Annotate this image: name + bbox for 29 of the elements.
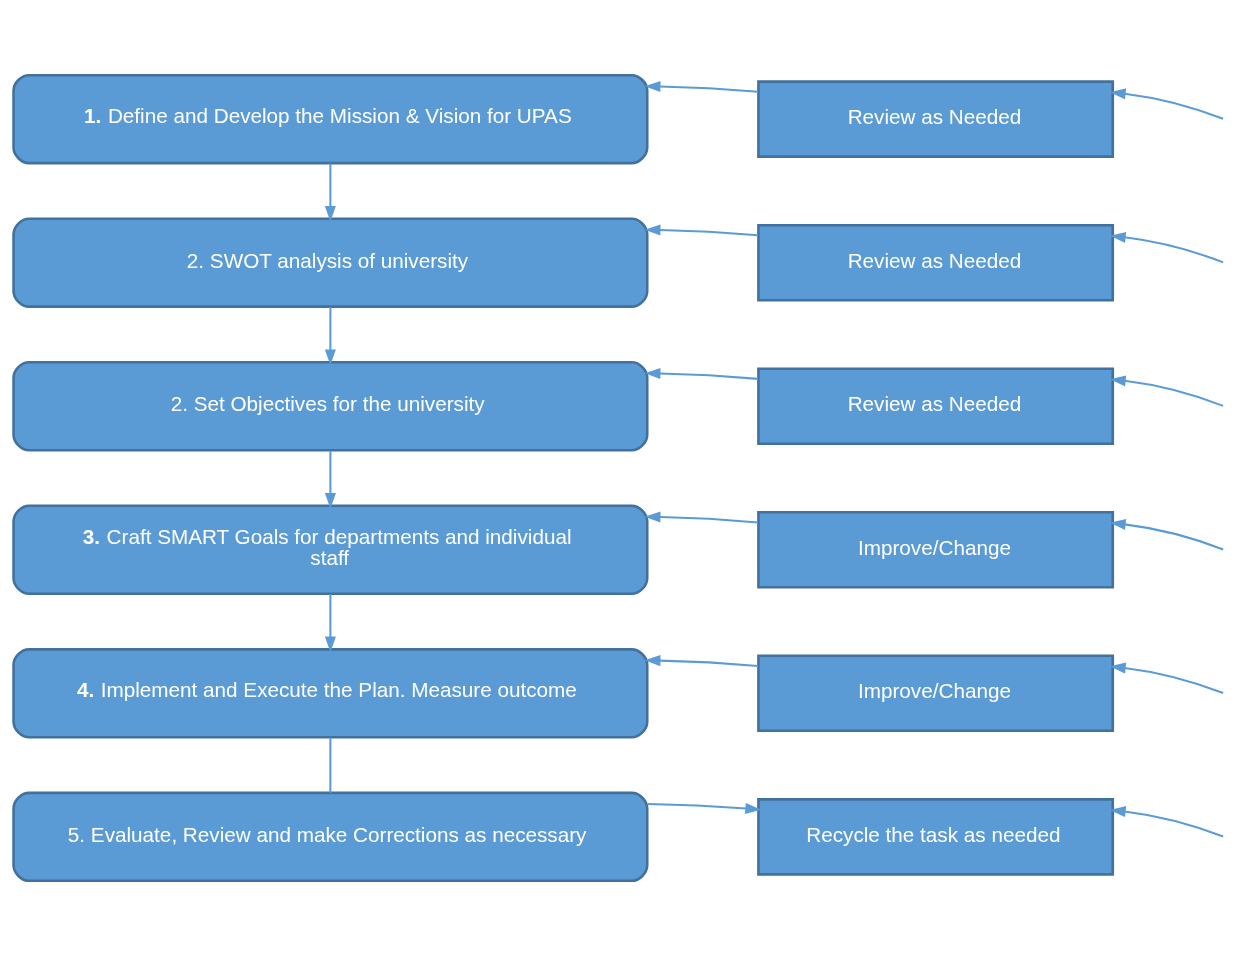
arrow — [1109, 518, 1224, 551]
node-box: 1. Define and Develop the Mission & Vision for UPAS — [12, 73, 649, 165]
node-box: Review as Needed — [757, 367, 1115, 446]
arrow — [647, 802, 762, 814]
arrow — [644, 655, 759, 667]
node-box: Review as Needed — [757, 80, 1115, 158]
arrow — [1109, 231, 1224, 264]
arrow — [324, 163, 336, 222]
node-box: Improve/Change — [757, 510, 1115, 589]
arrow — [644, 511, 759, 524]
node-box: 2. Set Objectives for the university — [12, 360, 649, 452]
arrow — [324, 594, 336, 653]
arrow — [1109, 662, 1224, 694]
node-box: 3. Craft SMART Goals for departments and individual staff — [12, 504, 649, 596]
arrow — [1109, 88, 1224, 120]
node-box: Recycle the task as needed — [757, 798, 1115, 876]
arrow — [324, 307, 336, 366]
node-box: 4. Implement and Execute the Plan. Measure outcome — [12, 648, 649, 739]
connector — [329, 737, 332, 793]
arrow — [644, 224, 759, 237]
node-box: Improve/Change — [757, 654, 1115, 733]
node-box: 5. Evaluate, Review and make Corrections as necessary — [12, 791, 649, 883]
arrow — [644, 80, 759, 93]
node-box: 2. SWOT analysis of university — [12, 217, 649, 308]
arrow — [324, 450, 336, 509]
arrow — [1109, 375, 1224, 407]
arrow — [1109, 806, 1224, 838]
arrow — [644, 368, 759, 380]
node-box: Review as Needed — [757, 223, 1115, 302]
